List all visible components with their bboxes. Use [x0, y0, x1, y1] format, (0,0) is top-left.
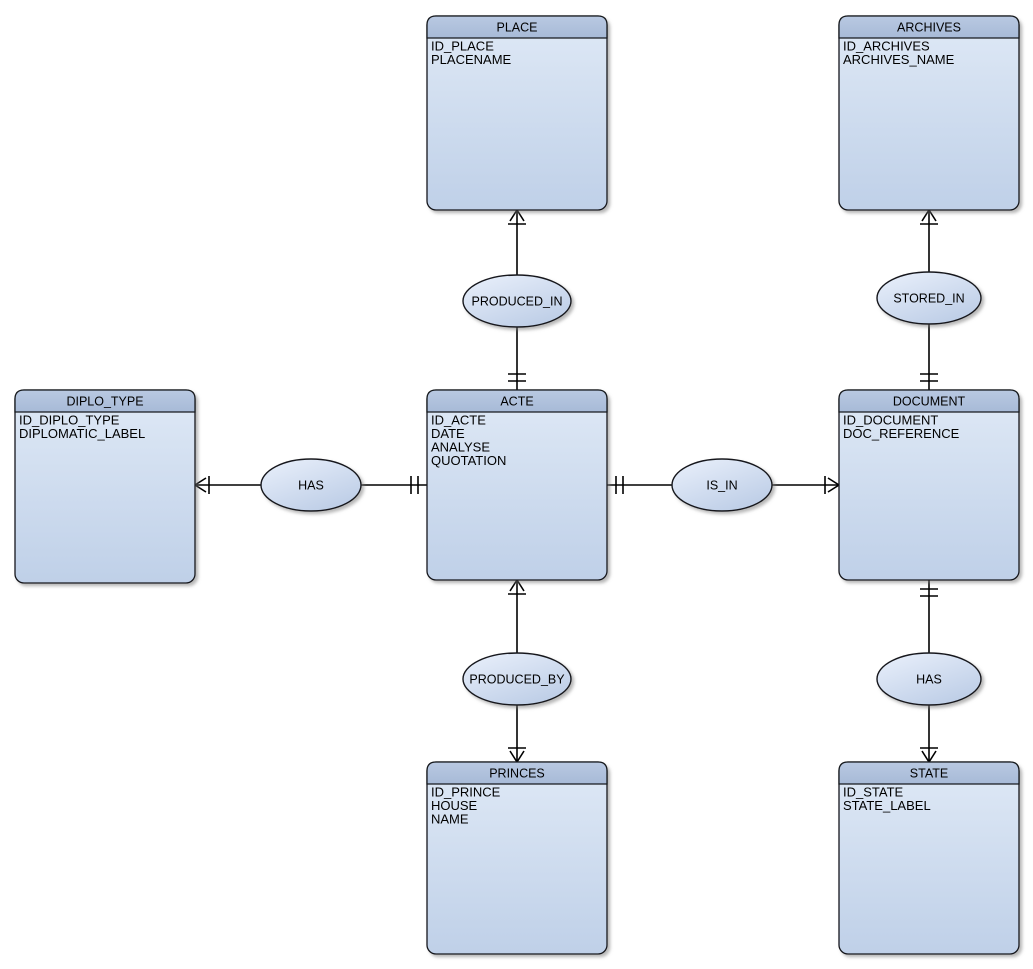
entity-attribute: ID_ACTE: [431, 412, 486, 427]
relationship-ellipse: [260, 458, 362, 512]
relationship-produced_by[interactable]: PRODUCED_BY: [462, 652, 572, 706]
entity-title: DIPLO_TYPE: [66, 394, 143, 408]
relationship-label: HAS: [916, 672, 942, 686]
relationship-ellipse: [671, 458, 773, 512]
entity-header: [14, 389, 196, 413]
relationship-produced_in[interactable]: PRODUCED_IN: [462, 274, 572, 328]
entity-attribute: ID_PRINCE: [431, 784, 501, 799]
relationship-ellipse: [462, 652, 572, 706]
relationship-ellipse: [462, 274, 572, 328]
entity-attribute: PLACENAME: [431, 52, 512, 67]
entity-title: PLACE: [497, 20, 538, 34]
relationship-stored_in[interactable]: STORED_IN: [876, 271, 982, 325]
entity-title: PRINCES: [489, 766, 545, 780]
entity-header: [426, 389, 608, 413]
relationship-is_in[interactable]: IS_IN: [671, 458, 773, 512]
entity-attribute: ID_STATE: [843, 784, 904, 799]
relationship-ellipse: [876, 271, 982, 325]
entity-attribute: ID_DIPLO_TYPE: [19, 412, 120, 427]
entity-attribute: ID_DOCUMENT: [843, 412, 938, 427]
relationship-has_diplo[interactable]: HAS: [260, 458, 362, 512]
entity-attribute: ANALYSE: [431, 440, 490, 455]
entity-title: ACTE: [500, 394, 533, 408]
entity-title: DOCUMENT: [893, 394, 966, 408]
entity-header: [838, 761, 1020, 785]
relationship-label: STORED_IN: [893, 291, 964, 305]
entity-title: ARCHIVES: [897, 20, 961, 34]
relationship-label: HAS: [298, 478, 324, 492]
relationship-ellipse: [876, 652, 982, 706]
entity-header: [838, 389, 1020, 413]
relationship-label: PRODUCED_IN: [472, 294, 563, 308]
entity-attribute: DOC_REFERENCE: [843, 426, 960, 441]
entity-title: STATE: [910, 766, 948, 780]
entity-header: [838, 15, 1020, 39]
entity-attribute: ARCHIVES_NAME: [843, 52, 955, 67]
relationship-label: PRODUCED_BY: [469, 672, 565, 686]
entity-attribute: HOUSE: [431, 798, 478, 813]
entity-attribute: NAME: [431, 812, 469, 827]
entity-header: [426, 761, 608, 785]
entity-header: [426, 15, 608, 39]
entity-attribute: DATE: [431, 426, 465, 441]
relationship-layer: PRODUCED_IN STORED_IN HAS IS_IN PRODUCED_BY H…: [260, 271, 982, 706]
relationship-has_state[interactable]: HAS: [876, 652, 982, 706]
entity-attribute: STATE_LABEL: [843, 798, 931, 813]
entity-attribute: QUOTATION: [431, 453, 506, 468]
entity-attribute: ID_ARCHIVES: [843, 38, 930, 53]
entity-attribute: ID_PLACE: [431, 38, 494, 53]
entity-attribute: DIPLOMATIC_LABEL: [19, 426, 145, 441]
connector-layer: [193, 208, 938, 764]
relationship-label: IS_IN: [706, 478, 737, 492]
